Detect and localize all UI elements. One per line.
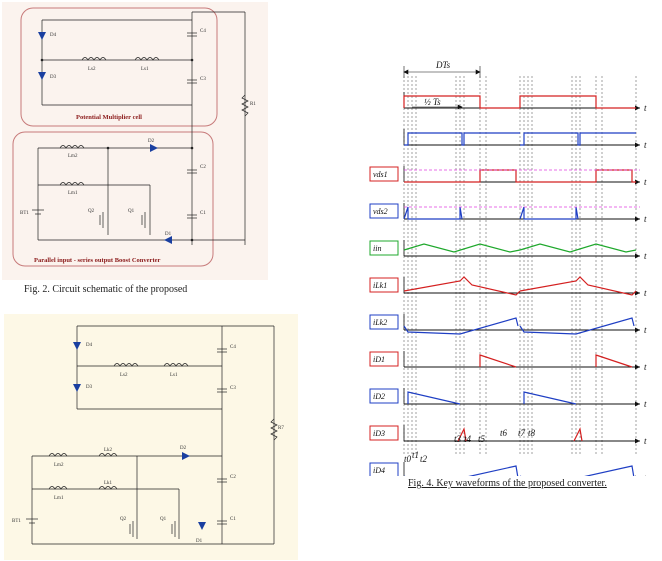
waveform-iD2: t <box>403 388 647 409</box>
d2-label: D2 <box>148 139 155 144</box>
waveform-vds1: t <box>403 166 647 187</box>
axis-t-label: t <box>644 288 647 298</box>
time-mark-t6: t6 <box>500 428 508 438</box>
half-ts-label: ½ Ts <box>424 97 441 107</box>
time-mark-t2: t2 <box>420 454 428 464</box>
bt1-label: BT1 <box>20 211 29 216</box>
d3-label: D3 <box>50 75 57 80</box>
axis-t-label: t <box>644 140 647 150</box>
svg-text:iin: iin <box>373 244 381 253</box>
signal-label-iin: iin <box>369 240 399 256</box>
q1-label: Q1 <box>128 209 135 214</box>
figure-2-circuit: Potential Multiplier cell Parallel input… <box>0 0 270 300</box>
figure-3-circuit: D4 D3 D2 D1 C4 C3 C2 C1 R7 BT1 Q2 Q1 Lm2… <box>4 314 298 560</box>
signal-label-iLk1: iLk1 <box>369 277 399 293</box>
c3-label: C3 <box>200 77 206 82</box>
axis-t-label: t <box>644 362 647 372</box>
f3-ls1-label: Ls1 <box>170 373 178 378</box>
axis-t-label: t <box>644 473 647 476</box>
signal-label-iD1: iD1 <box>369 351 399 367</box>
d4-label: D4 <box>50 33 57 38</box>
svg-text:iD1: iD1 <box>373 355 385 364</box>
f3-lm1-label: Lm1 <box>54 496 64 501</box>
multiplier-cell-label: Potential Multiplier cell <box>76 114 142 121</box>
f3-c3-label: C3 <box>230 386 236 391</box>
q2-label: Q2 <box>88 209 95 214</box>
waveform-iLk2: t <box>403 314 647 335</box>
axis-t-label: t <box>644 325 647 335</box>
signal-label-vds2: vds2 <box>369 203 399 219</box>
boost-converter-box <box>12 131 214 267</box>
f3-lk2-label: Lk2 <box>104 448 113 453</box>
f3-r7-label: R7 <box>278 426 284 431</box>
waveform-gate-1: t <box>403 129 647 150</box>
f3-q2-label: Q2 <box>120 517 127 522</box>
svg-text:vds2: vds2 <box>373 207 388 216</box>
ls1-label: Ls1 <box>141 67 149 72</box>
f3-q1-label: Q1 <box>160 517 167 522</box>
waveform-iLk1: t <box>403 276 647 298</box>
figure-4-caption: Fig. 4. Key waveforms of the proposed co… <box>408 478 607 489</box>
svg-text:iLk2: iLk2 <box>373 318 387 327</box>
axis-t-label: t <box>644 177 647 187</box>
waveform-gate-0: t <box>403 92 647 113</box>
f3-c1-label: C1 <box>230 517 236 522</box>
time-mark-t1: t1 <box>412 450 419 460</box>
r1-label: R1 <box>250 102 256 107</box>
svg-text:iLk1: iLk1 <box>373 281 387 290</box>
f3-c4-label: C4 <box>230 345 236 350</box>
c2-label: C2 <box>200 165 206 170</box>
time-mark-t3: t3 <box>454 434 462 444</box>
axis-t-label: t <box>644 103 647 113</box>
svg-text:iD3: iD3 <box>373 429 385 438</box>
f3-d1-label: D1 <box>196 539 203 544</box>
f3-c2-label: C2 <box>230 475 236 480</box>
axis-t-label: t <box>644 399 647 409</box>
time-mark-t8: t8 <box>528 428 536 438</box>
c1-label: C1 <box>200 211 206 216</box>
signal-label-iD4: iD4 <box>369 462 399 476</box>
f3-d4-label: D4 <box>86 343 93 348</box>
waveform-iin: t <box>403 240 647 261</box>
svg-text:iD2: iD2 <box>373 392 385 401</box>
f3-bt1-label: BT1 <box>12 519 21 524</box>
figure-2-caption: Fig. 2. Circuit schematic of the propose… <box>24 284 188 295</box>
c4-label: C4 <box>200 29 206 34</box>
waveform-iD1: t <box>403 351 647 372</box>
f3-d2-label: D2 <box>180 446 187 451</box>
f3-lk1-label: Lk1 <box>104 481 113 486</box>
waveform-iD3: t <box>403 425 647 446</box>
axis-t-label: t <box>644 214 647 224</box>
ls2-label: Ls2 <box>88 67 96 72</box>
waveform-vds2: t <box>403 203 647 224</box>
dts-label: DTs <box>435 60 451 70</box>
svg-text:iD4: iD4 <box>373 466 385 475</box>
svg-text:vds1: vds1 <box>373 170 388 179</box>
f3-ls2-label: Ls2 <box>120 373 128 378</box>
f3-lm2-label: Lm2 <box>54 463 64 468</box>
signal-label-iD2: iD2 <box>369 388 399 404</box>
boost-converter-label: Parallel input - series output Boost Con… <box>34 257 160 264</box>
axis-t-label: t <box>644 436 647 446</box>
f3-d3-label: D3 <box>86 385 93 390</box>
lm1-label: Lm1 <box>68 191 78 196</box>
axis-t-label: t <box>644 251 647 261</box>
signal-label-iLk2: iLk2 <box>369 314 399 330</box>
lm2-label: Lm2 <box>68 154 78 159</box>
time-mark-t0: t0 <box>404 454 412 464</box>
signal-label-vds1: vds1 <box>369 166 399 182</box>
time-mark-t5: t5 <box>478 434 486 444</box>
signal-label-iD3: iD3 <box>369 425 399 441</box>
waveform-iD4: t <box>403 462 647 476</box>
d1-label: D1 <box>165 232 172 237</box>
time-mark-t7: t7 <box>518 428 526 438</box>
potential-multiplier-box <box>20 7 218 127</box>
time-mark-t4: t4 <box>464 434 472 444</box>
